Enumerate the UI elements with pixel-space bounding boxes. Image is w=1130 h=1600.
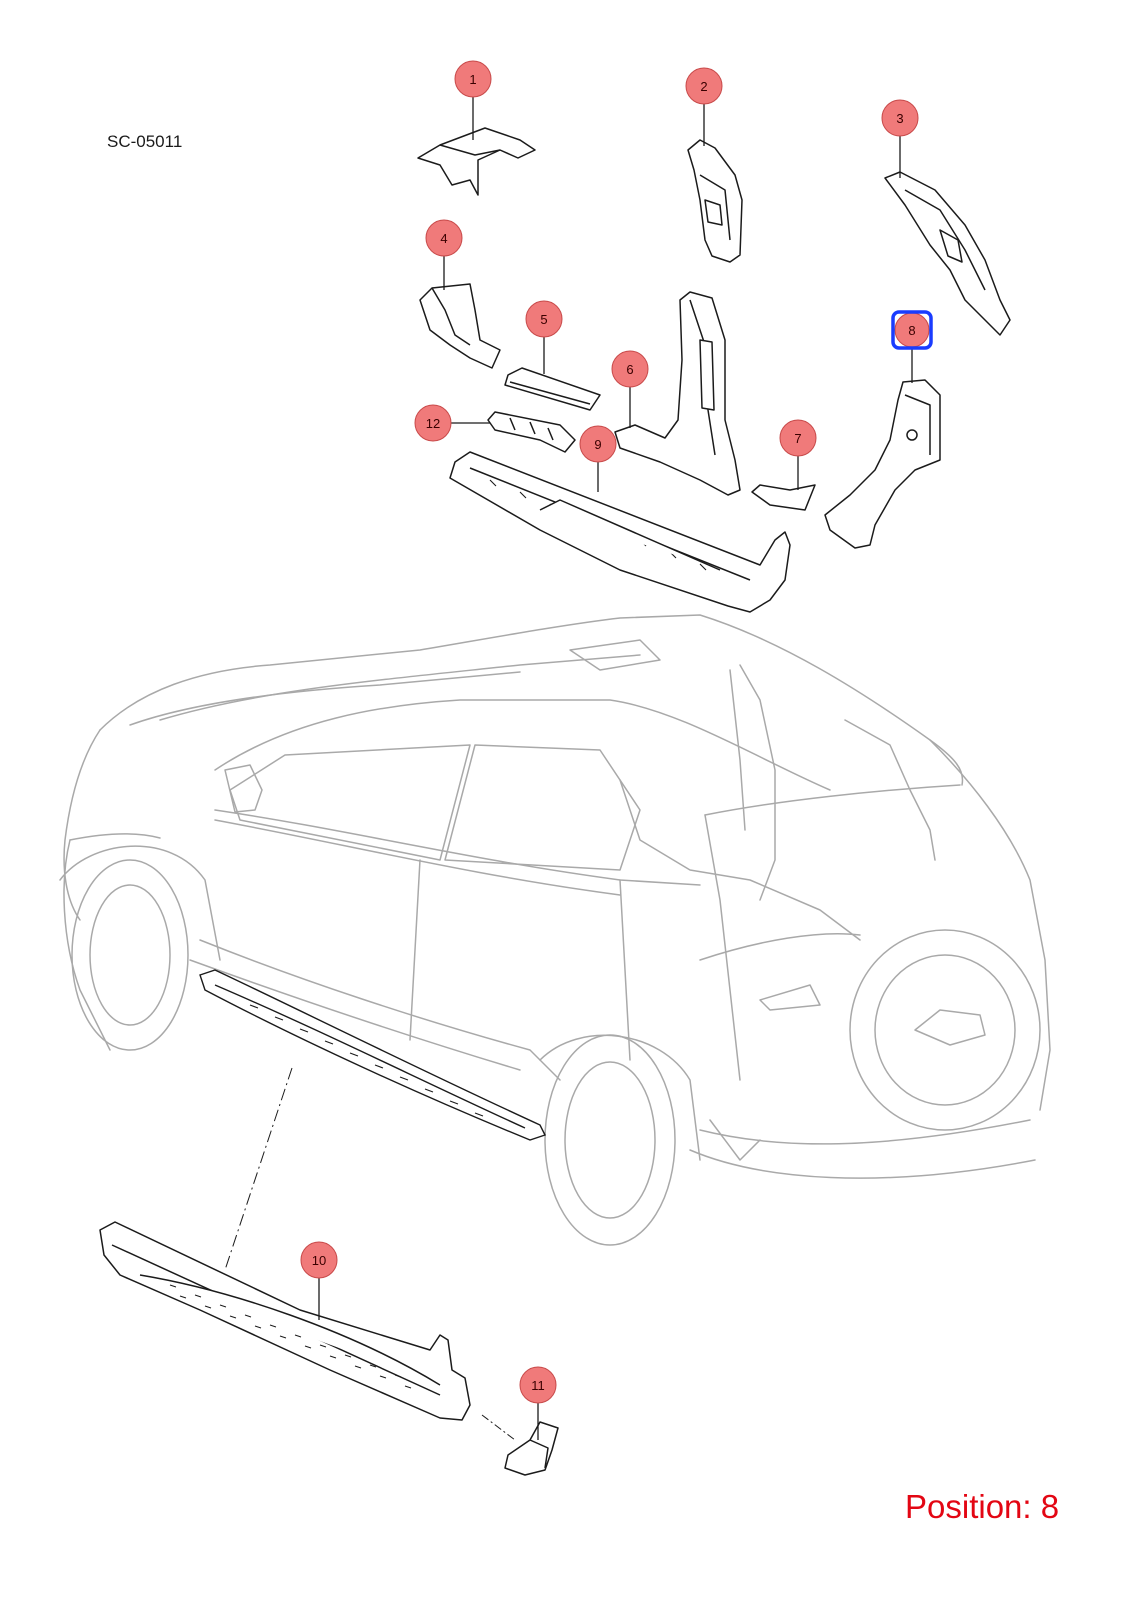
callout-3[interactable]: 3 <box>881 99 919 137</box>
vehicle-side-step <box>199 969 546 1141</box>
svg-text:4: 4 <box>440 231 447 246</box>
svg-text:12: 12 <box>426 416 440 431</box>
part-6-b-pillar-lower <box>614 291 741 496</box>
part-7-small-trim <box>751 484 816 511</box>
vehicle-outline <box>59 614 1051 1246</box>
callout-5[interactable]: 5 <box>525 300 563 338</box>
svg-text:9: 9 <box>594 437 601 452</box>
svg-text:11: 11 <box>531 1378 545 1393</box>
part-4-a-pillar-lower <box>419 283 501 369</box>
svg-text:1: 1 <box>469 72 476 87</box>
position-indicator: Position: 8 <box>905 1488 1060 1525</box>
callout-leaders <box>318 96 913 1440</box>
callout-4[interactable]: 4 <box>425 219 463 257</box>
svg-text:2: 2 <box>700 79 707 94</box>
callout-bubbles: 1 2 3 4 5 6 7 8 <box>300 60 933 1404</box>
svg-text:3: 3 <box>896 111 903 126</box>
svg-text:6: 6 <box>626 362 633 377</box>
callout-9[interactable]: 9 <box>579 425 617 463</box>
callout-8-selected[interactable]: 8 <box>891 310 933 350</box>
part-3-d-pillar-trim <box>884 171 1011 336</box>
diagram-code: SC-05011 <box>107 132 183 151</box>
svg-text:5: 5 <box>540 312 547 327</box>
part-5-sill-plate <box>504 367 601 411</box>
svg-text:10: 10 <box>312 1253 326 1268</box>
part-12-bracket <box>487 411 576 453</box>
callout-12[interactable]: 12 <box>414 404 452 442</box>
part-1-roof-trim <box>417 127 536 196</box>
part-10-side-step <box>99 1221 471 1421</box>
part-11-step-bracket <box>504 1421 559 1476</box>
part-9-sill-trim <box>449 451 791 613</box>
callout-10[interactable]: 10 <box>300 1241 338 1279</box>
callout-7[interactable]: 7 <box>779 419 817 457</box>
part-2-b-pillar-upper <box>687 139 743 263</box>
bracket-leader-dashed <box>481 1414 516 1441</box>
callout-2[interactable]: 2 <box>685 67 723 105</box>
callout-6[interactable]: 6 <box>611 350 649 388</box>
svg-text:7: 7 <box>794 431 801 446</box>
callout-1[interactable]: 1 <box>454 60 492 98</box>
selection-highlight <box>891 310 933 350</box>
svg-text:8: 8 <box>908 323 915 338</box>
callout-11[interactable]: 11 <box>519 1366 557 1404</box>
step-leader-dashed <box>224 1067 293 1271</box>
part-8-wheelarch-trim <box>824 379 941 549</box>
